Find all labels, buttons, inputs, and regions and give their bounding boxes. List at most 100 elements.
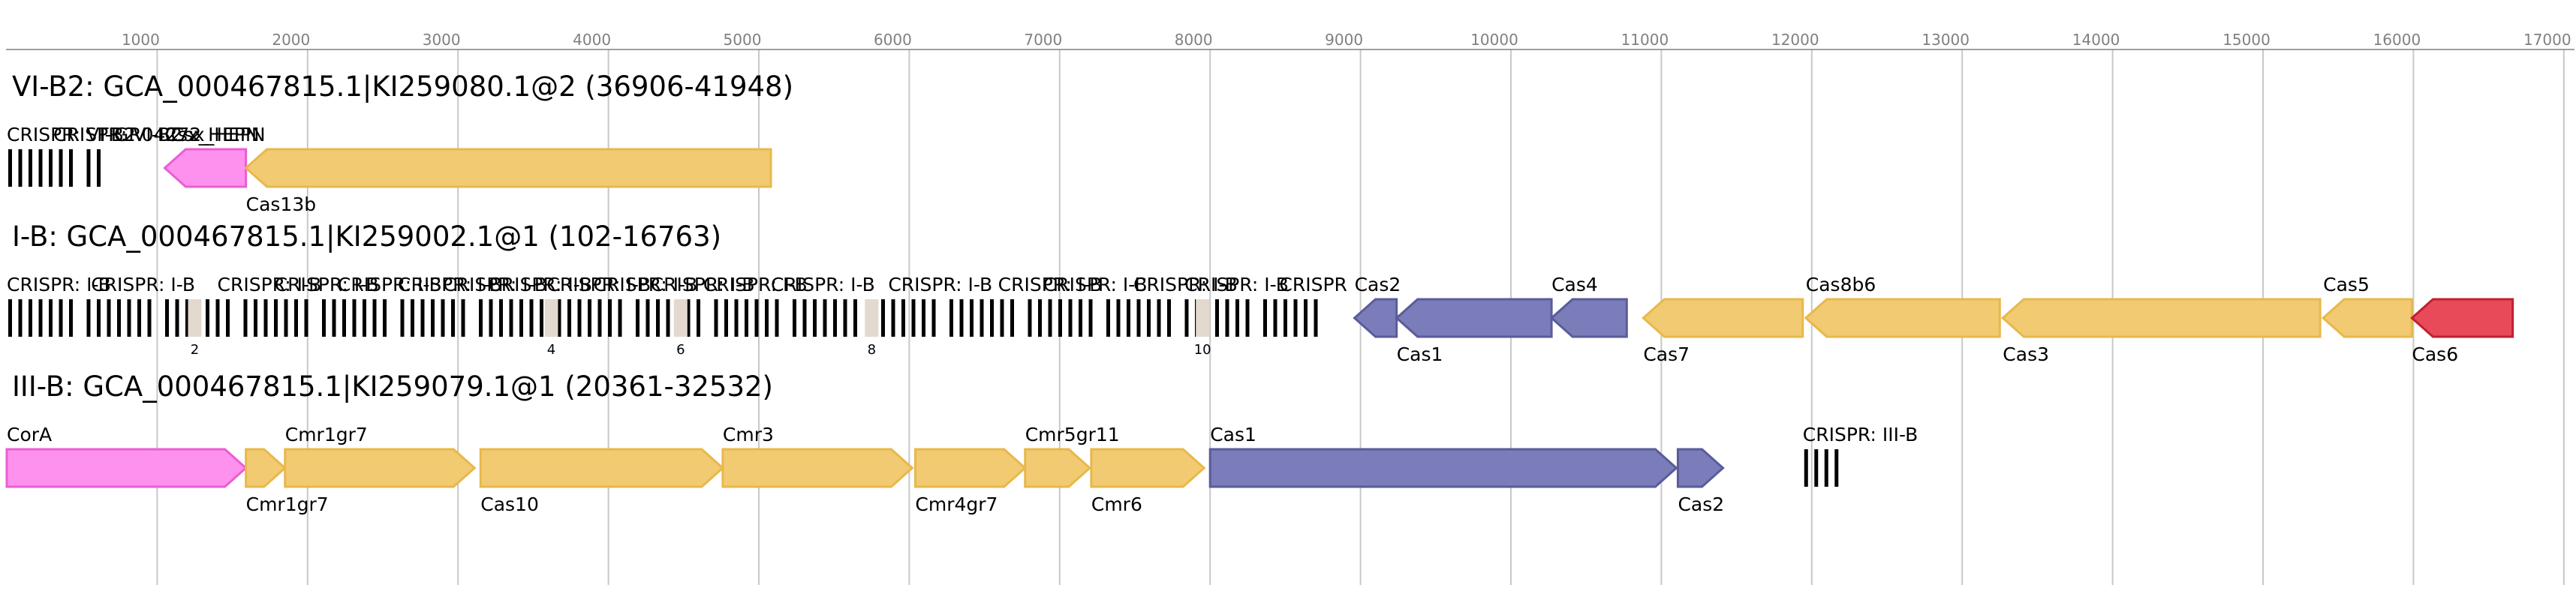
crispr-repeat (618, 299, 622, 337)
gene-arrow-blue (1676, 448, 1725, 488)
crispr-label: CRISPR: I-B (703, 274, 808, 296)
crispr-repeat (608, 299, 612, 337)
crispr-repeat (1235, 299, 1239, 337)
gene-label: Cmr1gr7 (285, 424, 368, 446)
crispr-repeat (263, 299, 268, 337)
crispr-repeat (1225, 299, 1229, 337)
crispr-repeat (813, 299, 817, 337)
crispr-repeat (431, 299, 435, 337)
gene-label: Csx_HEPN (164, 124, 259, 146)
crispr-label: CRISPR: I-B (546, 274, 651, 296)
crispr-repeat (1038, 299, 1042, 337)
crispr-repeat (557, 299, 561, 337)
track: VI-B2: GCA_000467815.1|KI259080.1@2 (369… (7, 70, 793, 215)
crispr-repeat (49, 299, 53, 337)
gene-label: Cas3 (2003, 344, 2049, 365)
track: I-B: GCA_000467815.1|KI259002.1@1 (102-1… (7, 220, 2514, 365)
axis-tick-label: 10000 (1470, 31, 1518, 49)
crispr-label: CRISPR (1279, 274, 1347, 296)
crispr-label: CRISPR: I-B (1184, 274, 1289, 296)
crispr-repeat (499, 299, 503, 337)
crispr-repeat (1028, 299, 1032, 337)
axis-tick-label: 14000 (2072, 31, 2120, 49)
crispr-repeat (714, 299, 718, 337)
crispr-array (8, 149, 101, 187)
gene-arrow-gold (1090, 448, 1206, 488)
crispr-repeat (853, 299, 857, 337)
gene-arrow-gold (1804, 298, 2001, 338)
crispr-repeat (59, 299, 63, 337)
crispr-repeat (1283, 299, 1287, 337)
gene-arrow-blue (1208, 448, 1678, 488)
crispr-label: CRISPR: I-B (443, 274, 547, 296)
crispr-repeat (656, 299, 660, 337)
axis-tick-label: 9000 (1325, 31, 1363, 49)
gene-arrow-gold (284, 448, 477, 488)
crispr-label: CRISPR: I-B (771, 274, 875, 296)
crispr-label: CRISPR: I-B (338, 274, 442, 296)
crispr-repeat (540, 299, 543, 337)
crispr-repeat (38, 149, 43, 187)
crispr-repeat (529, 299, 534, 337)
gene-arrow-gold (2001, 298, 2322, 338)
crispr-repeat (901, 299, 905, 337)
crispr-repeat (843, 299, 847, 337)
axis-tick-label: 15000 (2222, 31, 2271, 49)
gene-arrow-pink (163, 148, 248, 188)
crispr-repeat (363, 299, 366, 337)
crispr-repeat (775, 299, 779, 337)
crispr-repeat (1136, 299, 1141, 337)
track-title: VI-B2: GCA_000467815.1|KI259080.1@2 (369… (12, 70, 793, 103)
spacer-index-label: 8 (868, 342, 876, 358)
crispr-repeat (636, 299, 639, 337)
crispr-repeat (1834, 449, 1839, 487)
crispr-repeat (461, 299, 465, 337)
gene-label: Cas8b6 (1806, 274, 1876, 296)
crispr-repeat (519, 299, 523, 337)
crispr-repeat (833, 299, 837, 337)
gene-arrow-gold (913, 448, 1027, 488)
crispr-repeat (284, 299, 288, 337)
axis-tick-label: 2000 (272, 31, 310, 49)
gene-label: Cmr5gr11 (1025, 424, 1120, 446)
crispr-repeat (243, 299, 248, 337)
crispr-repeat (588, 299, 591, 337)
tracks: VI-B2: GCA_000467815.1|KI259080.1@2 (369… (5, 70, 2514, 515)
crispr-repeat (697, 299, 700, 337)
crispr-repeat (29, 299, 32, 337)
crispr-repeat (959, 299, 964, 337)
axis-tick-label: 16000 (2373, 31, 2421, 49)
gene-arrow-gold (479, 448, 725, 488)
crispr-repeat (1304, 299, 1308, 337)
crispr-repeat (342, 299, 346, 337)
crispr-repeat (1116, 299, 1121, 337)
crispr-repeat (352, 299, 357, 337)
crispr-label: CRISPR: I-B (7, 274, 111, 296)
crispr-repeat (1314, 299, 1318, 337)
crispr-array: CRISPR: III-B (1803, 424, 1918, 487)
crispr-spacer-mark (544, 299, 558, 337)
crispr-repeat (1106, 299, 1110, 337)
crispr-repeat (1088, 299, 1093, 337)
gene-arrow-red (2410, 298, 2514, 338)
crispr-repeat (69, 299, 73, 337)
spacer-index-label: 4 (547, 342, 555, 358)
crispr-repeat (597, 299, 602, 337)
crispr-repeat (1824, 449, 1828, 487)
crispr-repeat (1000, 299, 1004, 337)
crispr-repeat (1048, 299, 1052, 337)
gene-arrow-gold (1024, 448, 1092, 488)
crispr-repeat (754, 299, 759, 337)
crispr-label: CRISPR: VI-B2 (7, 124, 136, 146)
track-title: I-B: GCA_000467815.1|KI259002.1@1 (102-1… (12, 220, 721, 253)
crispr-repeat (1215, 299, 1219, 337)
crispr-label: CRISPR: I-B (1043, 274, 1148, 296)
crispr-repeat (38, 299, 43, 337)
crispr-label: CRISPR: I-B (1133, 274, 1238, 296)
crispr-repeat (1273, 299, 1277, 337)
gene-label: Cas2 (1678, 494, 1724, 515)
gene-arrow-gold (721, 448, 914, 488)
crispr-repeat (881, 299, 885, 337)
crispr-repeat (441, 299, 445, 337)
